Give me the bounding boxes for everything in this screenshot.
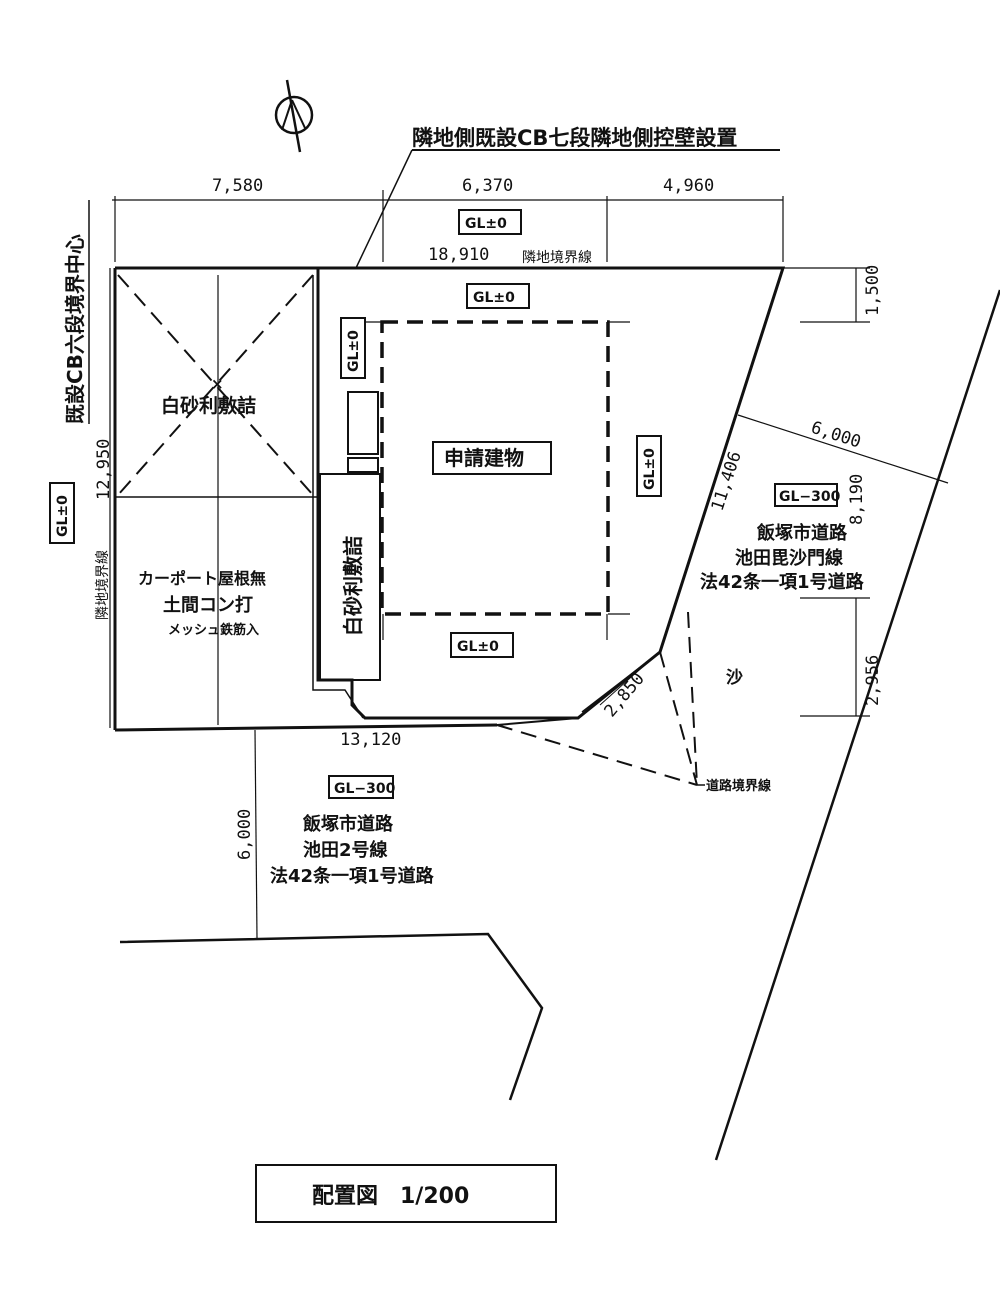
road-boundary-label: 道路境界線 [706,778,772,794]
building-label: 申請建物 [432,441,552,475]
drawing-title: 配置図 1/200 [255,1164,557,1223]
dim-left: 12,950 [94,439,114,500]
svg-text:GL±0: GL±0 [473,290,515,306]
gl-badge-top-outer: GL±0 [458,209,522,235]
top-dimension: 7,580 6,370 4,960 [112,176,784,262]
gravel-top-label: 白砂利敷詰 [161,394,256,417]
neighbor-boundary-top: 隣地境界線 [522,250,592,266]
dim-top-3: 4,960 [663,176,714,196]
sa-label: 沙 [726,668,743,688]
svg-text:GL±0: GL±0 [457,639,499,655]
carport-line-2: 土間コン打 [163,594,253,616]
svg-text:GL−300: GL−300 [334,781,396,797]
gl-badge-bottom-inner: GL±0 [450,632,514,658]
dim-top-2: 6,370 [462,176,513,196]
road-right-line: 池田毘沙門線 [735,547,843,569]
svg-text:GL−300: GL−300 [779,489,841,505]
gl-badge-left-outer: GL±0 [49,482,75,544]
gl-badge-left-inner: GL±0 [340,317,366,379]
gl-badge-top-inner: GL±0 [466,283,530,309]
dim-top-1: 7,580 [212,176,263,196]
applied-building [380,320,610,616]
svg-text:GL±0: GL±0 [642,448,658,490]
gl-badge-right-inner: GL±0 [636,435,662,497]
svg-text:GL±0: GL±0 [55,495,71,537]
north-arrow-icon [274,79,314,153]
dim-right-1: 1,500 [863,265,883,316]
road-bottom-name: 飯塚市道路 [302,813,394,835]
left-note: 既設CB六段境界中心 [63,234,87,424]
svg-text:GL±0: GL±0 [346,330,362,372]
dim-top-total: 18,910 [428,245,489,265]
carport-line-1: カーポート屋根無 [138,569,266,588]
gl-badge-road-bottom: GL−300 [328,775,396,799]
road-right-law: 法42条一項1号道路 [700,571,865,593]
dim-road-right: 6,000 [808,418,863,453]
neighbor-boundary-left: 隣地境界線 [95,550,111,620]
gl-badge-road-right: GL−300 [774,483,841,507]
road-right-name: 飯塚市道路 [756,522,848,544]
gravel-side-label: 白砂利敷詰 [341,536,365,636]
svg-text:申請建物: 申請建物 [444,446,524,470]
dim-bottom: 13,120 [340,730,401,750]
svg-text:配置図 1/200: 配置図 1/200 [312,1184,469,1209]
top-note: 隣地側既設CB七段隣地側控壁設置 [412,126,737,150]
road-bottom-line: 池田2号線 [303,839,388,861]
site-boundary [115,266,786,720]
carport-line-3: メッシュ鉄筋入 [168,622,259,638]
svg-text:GL±0: GL±0 [465,216,507,232]
svg-text:×: × [211,375,224,393]
dim-right-2: 8,190 [847,474,867,525]
dim-road-bottom: 6,000 [235,809,255,860]
road-bottom-law: 法42条一項1号道路 [270,865,435,887]
